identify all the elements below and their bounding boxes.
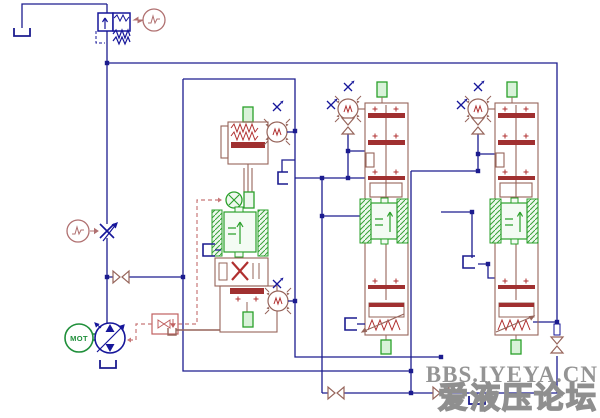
valve-block-3[interactable]	[456, 79, 539, 355]
variable-mark-icon	[456, 97, 469, 110]
pilot-compensator-icon[interactable]	[266, 121, 288, 143]
valve-block-2[interactable]	[326, 79, 409, 355]
mid-connector[interactable]	[225, 191, 255, 209]
pressure-signal-source-icon[interactable]	[66, 219, 90, 243]
electric-motor-icon[interactable]	[64, 323, 94, 353]
piston-band	[231, 142, 265, 148]
upper-spool-body	[220, 121, 269, 192]
port-cap-bottom	[380, 339, 392, 355]
signal-arrow-2	[90, 227, 99, 235]
proportional-section-1[interactable]	[211, 206, 269, 258]
port-cap-bottom	[510, 339, 522, 355]
spring-upper-2	[230, 130, 259, 142]
proportional-section-2[interactable]	[359, 197, 409, 245]
piston-bands	[498, 106, 535, 318]
port-cap-top	[242, 106, 254, 123]
displacement-controller-icon[interactable]	[151, 313, 179, 335]
return-orifice-icon[interactable]	[550, 323, 564, 354]
spring-upper-1	[230, 122, 259, 134]
port-cap-bottom	[242, 311, 254, 328]
pilot-compensator-icon[interactable]	[337, 98, 359, 120]
pilot-dash-lines	[127, 199, 222, 341]
main-tank-icon[interactable]	[13, 27, 31, 37]
port-cap-top	[376, 81, 388, 98]
proportional-section-3[interactable]	[489, 197, 539, 245]
variable-mark-icon	[343, 79, 356, 92]
motor-label: MOT	[70, 334, 88, 343]
spring-bracket-icon[interactable]	[344, 317, 358, 331]
variable-mark-icon	[473, 79, 486, 92]
return-tank-icon[interactable]	[468, 395, 486, 405]
relief-signal-source-icon[interactable]	[142, 8, 166, 32]
variable-mark-icon	[326, 97, 339, 110]
load-orifice-2-icon[interactable]	[432, 386, 450, 400]
lower-spool-body	[214, 257, 269, 287]
spring-return	[360, 313, 405, 333]
bypass-orifice-icon[interactable]	[112, 270, 130, 284]
pipe-supply-left[interactable]	[21, 3, 183, 323]
check-orifice-icon[interactable]	[341, 117, 355, 135]
side-tank-icon[interactable]	[277, 171, 288, 185]
pilot-bracket-icon[interactable]	[462, 255, 476, 269]
pilot-compensator-icon[interactable]	[467, 98, 489, 120]
check-compensator-icon[interactable]	[267, 290, 289, 312]
variable-mark-icon	[272, 276, 285, 289]
port-cap-top	[506, 81, 518, 98]
piston-bands	[368, 106, 405, 318]
left-branch	[66, 219, 130, 284]
spring-return	[495, 315, 536, 333]
stub	[281, 159, 295, 172]
valve-block-1[interactable]	[167, 99, 295, 336]
pump-tank-icon[interactable]	[99, 359, 117, 369]
pump-group: MOT	[64, 197, 222, 369]
load-orifice-1-icon[interactable]	[327, 386, 345, 400]
bottom-return-group	[327, 323, 564, 405]
variable-mark-icon	[272, 99, 285, 112]
drain-tank-icon[interactable]	[167, 328, 220, 336]
check-orifice-icon[interactable]	[471, 117, 485, 135]
signal-arrow	[132, 16, 144, 24]
variable-pump-icon[interactable]	[94, 322, 126, 354]
relief-valve-group	[13, 8, 166, 46]
variable-orifice-icon[interactable]	[99, 221, 118, 242]
pilot-relief-valve-icon[interactable]	[95, 12, 131, 46]
